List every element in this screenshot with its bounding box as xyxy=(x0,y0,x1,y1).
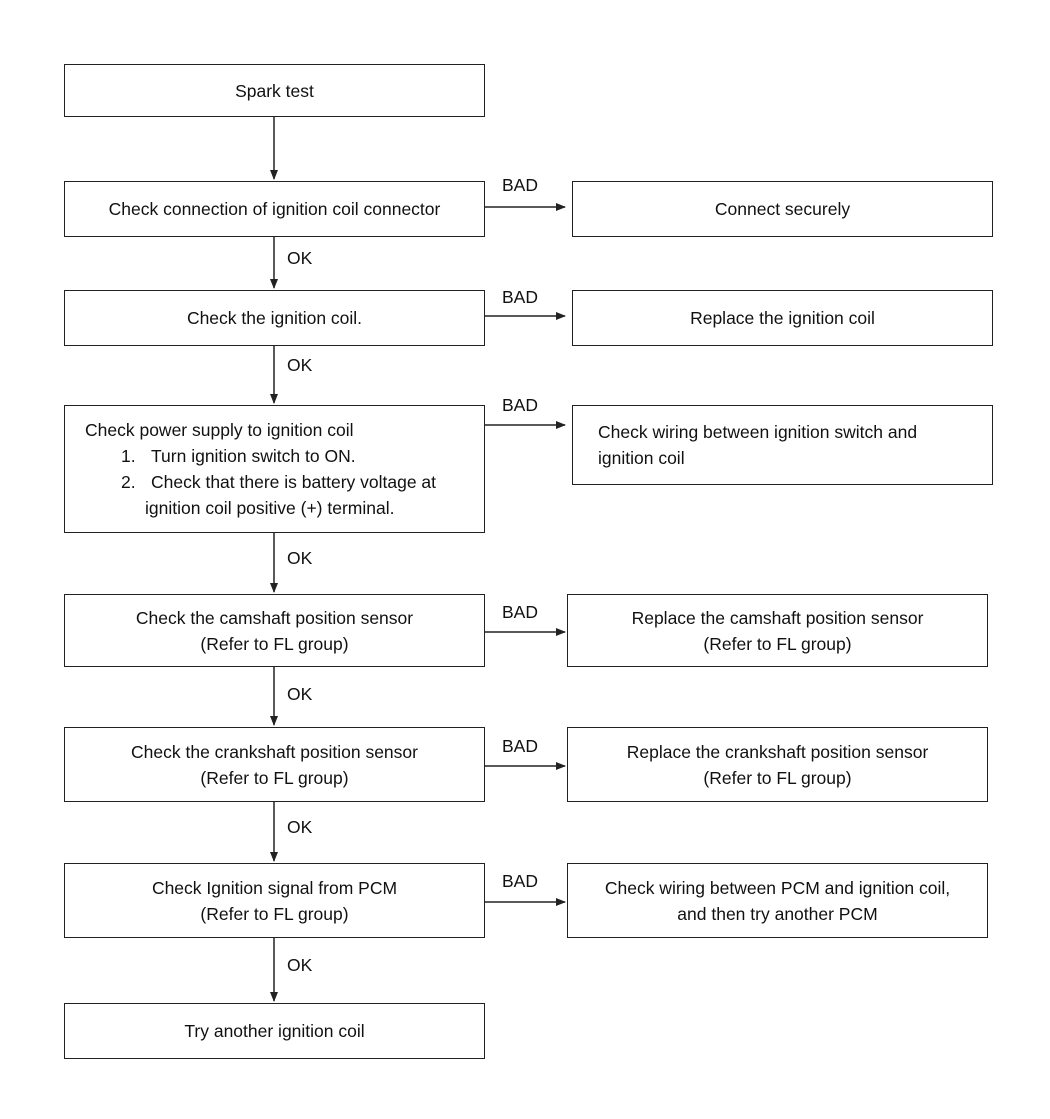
ok-label-6: OK xyxy=(287,955,313,975)
check-text: Check Ignition signal from PCM xyxy=(151,877,398,898)
fail-text: Replace the crankshaft position sensor xyxy=(626,741,929,762)
bad-label-3: BAD xyxy=(502,395,538,415)
check-text: Check connection of ignition coil connec… xyxy=(108,199,441,219)
fail-text: Connect securely xyxy=(714,199,851,219)
fail-text: Check wiring between PCM and ignition co… xyxy=(604,877,951,898)
check-box-5: Check the crankshaft position sensor (Re… xyxy=(64,727,485,802)
step-number: 1. xyxy=(121,446,136,466)
ok-label-3: OK xyxy=(287,548,313,568)
fail-text: and then try another PCM xyxy=(677,903,878,924)
fail-text: Check wiring between ignition switch and xyxy=(598,422,918,442)
check-step-2-continued: ignition coil positive (+) terminal. xyxy=(145,498,395,518)
check-box-6: Check Ignition signal from PCM (Refer to… xyxy=(64,863,485,938)
bad-label-1: BAD xyxy=(502,175,538,195)
start-text: Spark test xyxy=(235,80,314,101)
step-text: Check that there is battery voltage at xyxy=(151,472,437,492)
ok-label-5: OK xyxy=(287,817,313,837)
check-text: (Refer to FL group) xyxy=(200,633,349,654)
fail-text: (Refer to FL group) xyxy=(703,767,852,788)
fail-box-1: Connect securely xyxy=(572,181,993,237)
bad-label-5: BAD xyxy=(502,736,538,756)
check-text: Check the ignition coil. xyxy=(186,308,363,328)
fail-box-6: Check wiring between PCM and ignition co… xyxy=(567,863,988,938)
check-text: Check the crankshaft position sensor xyxy=(131,741,418,762)
fail-text: Replace the camshaft position sensor xyxy=(631,607,924,628)
ok-label-2: OK xyxy=(287,355,313,375)
ok-label-1: OK xyxy=(287,248,313,268)
start-box: Spark test xyxy=(64,64,485,117)
check-box-2: Check the ignition coil. xyxy=(64,290,485,346)
step-text: Turn ignition switch to ON. xyxy=(151,446,356,466)
bad-label-6: BAD xyxy=(502,871,538,891)
fail-text: (Refer to FL group) xyxy=(703,633,852,654)
fail-box-5: Replace the crankshaft position sensor (… xyxy=(567,727,988,802)
check-text: (Refer to FL group) xyxy=(200,767,349,788)
check-box-1: Check connection of ignition coil connec… xyxy=(64,181,485,237)
end-box: Try another ignition coil xyxy=(64,1003,485,1059)
fail-text: ignition coil xyxy=(598,448,685,468)
bad-label-2: BAD xyxy=(502,287,538,307)
fail-box-2: Replace the ignition coil xyxy=(572,290,993,346)
fail-text: Replace the ignition coil xyxy=(690,308,875,328)
check-text: (Refer to FL group) xyxy=(200,903,349,924)
bad-label-4: BAD xyxy=(502,602,538,622)
check-step-1: 1. Turn ignition switch to ON. xyxy=(85,443,356,469)
end-text: Try another ignition coil xyxy=(184,1021,365,1041)
ok-label-4: OK xyxy=(287,684,313,704)
check-box-3: Check power supply to ignition coil 1. T… xyxy=(64,405,485,533)
check-step-2: 2. Check that there is battery voltage a… xyxy=(85,469,436,495)
fail-box-4: Replace the camshaft position sensor (Re… xyxy=(567,594,988,667)
fail-box-3: Check wiring between ignition switch and… xyxy=(572,405,993,485)
check-box-4: Check the camshaft position sensor (Refe… xyxy=(64,594,485,667)
step-number: 2. xyxy=(121,472,136,492)
check-text: Check the camshaft position sensor xyxy=(135,607,414,628)
check-title: Check power supply to ignition coil xyxy=(85,420,354,440)
